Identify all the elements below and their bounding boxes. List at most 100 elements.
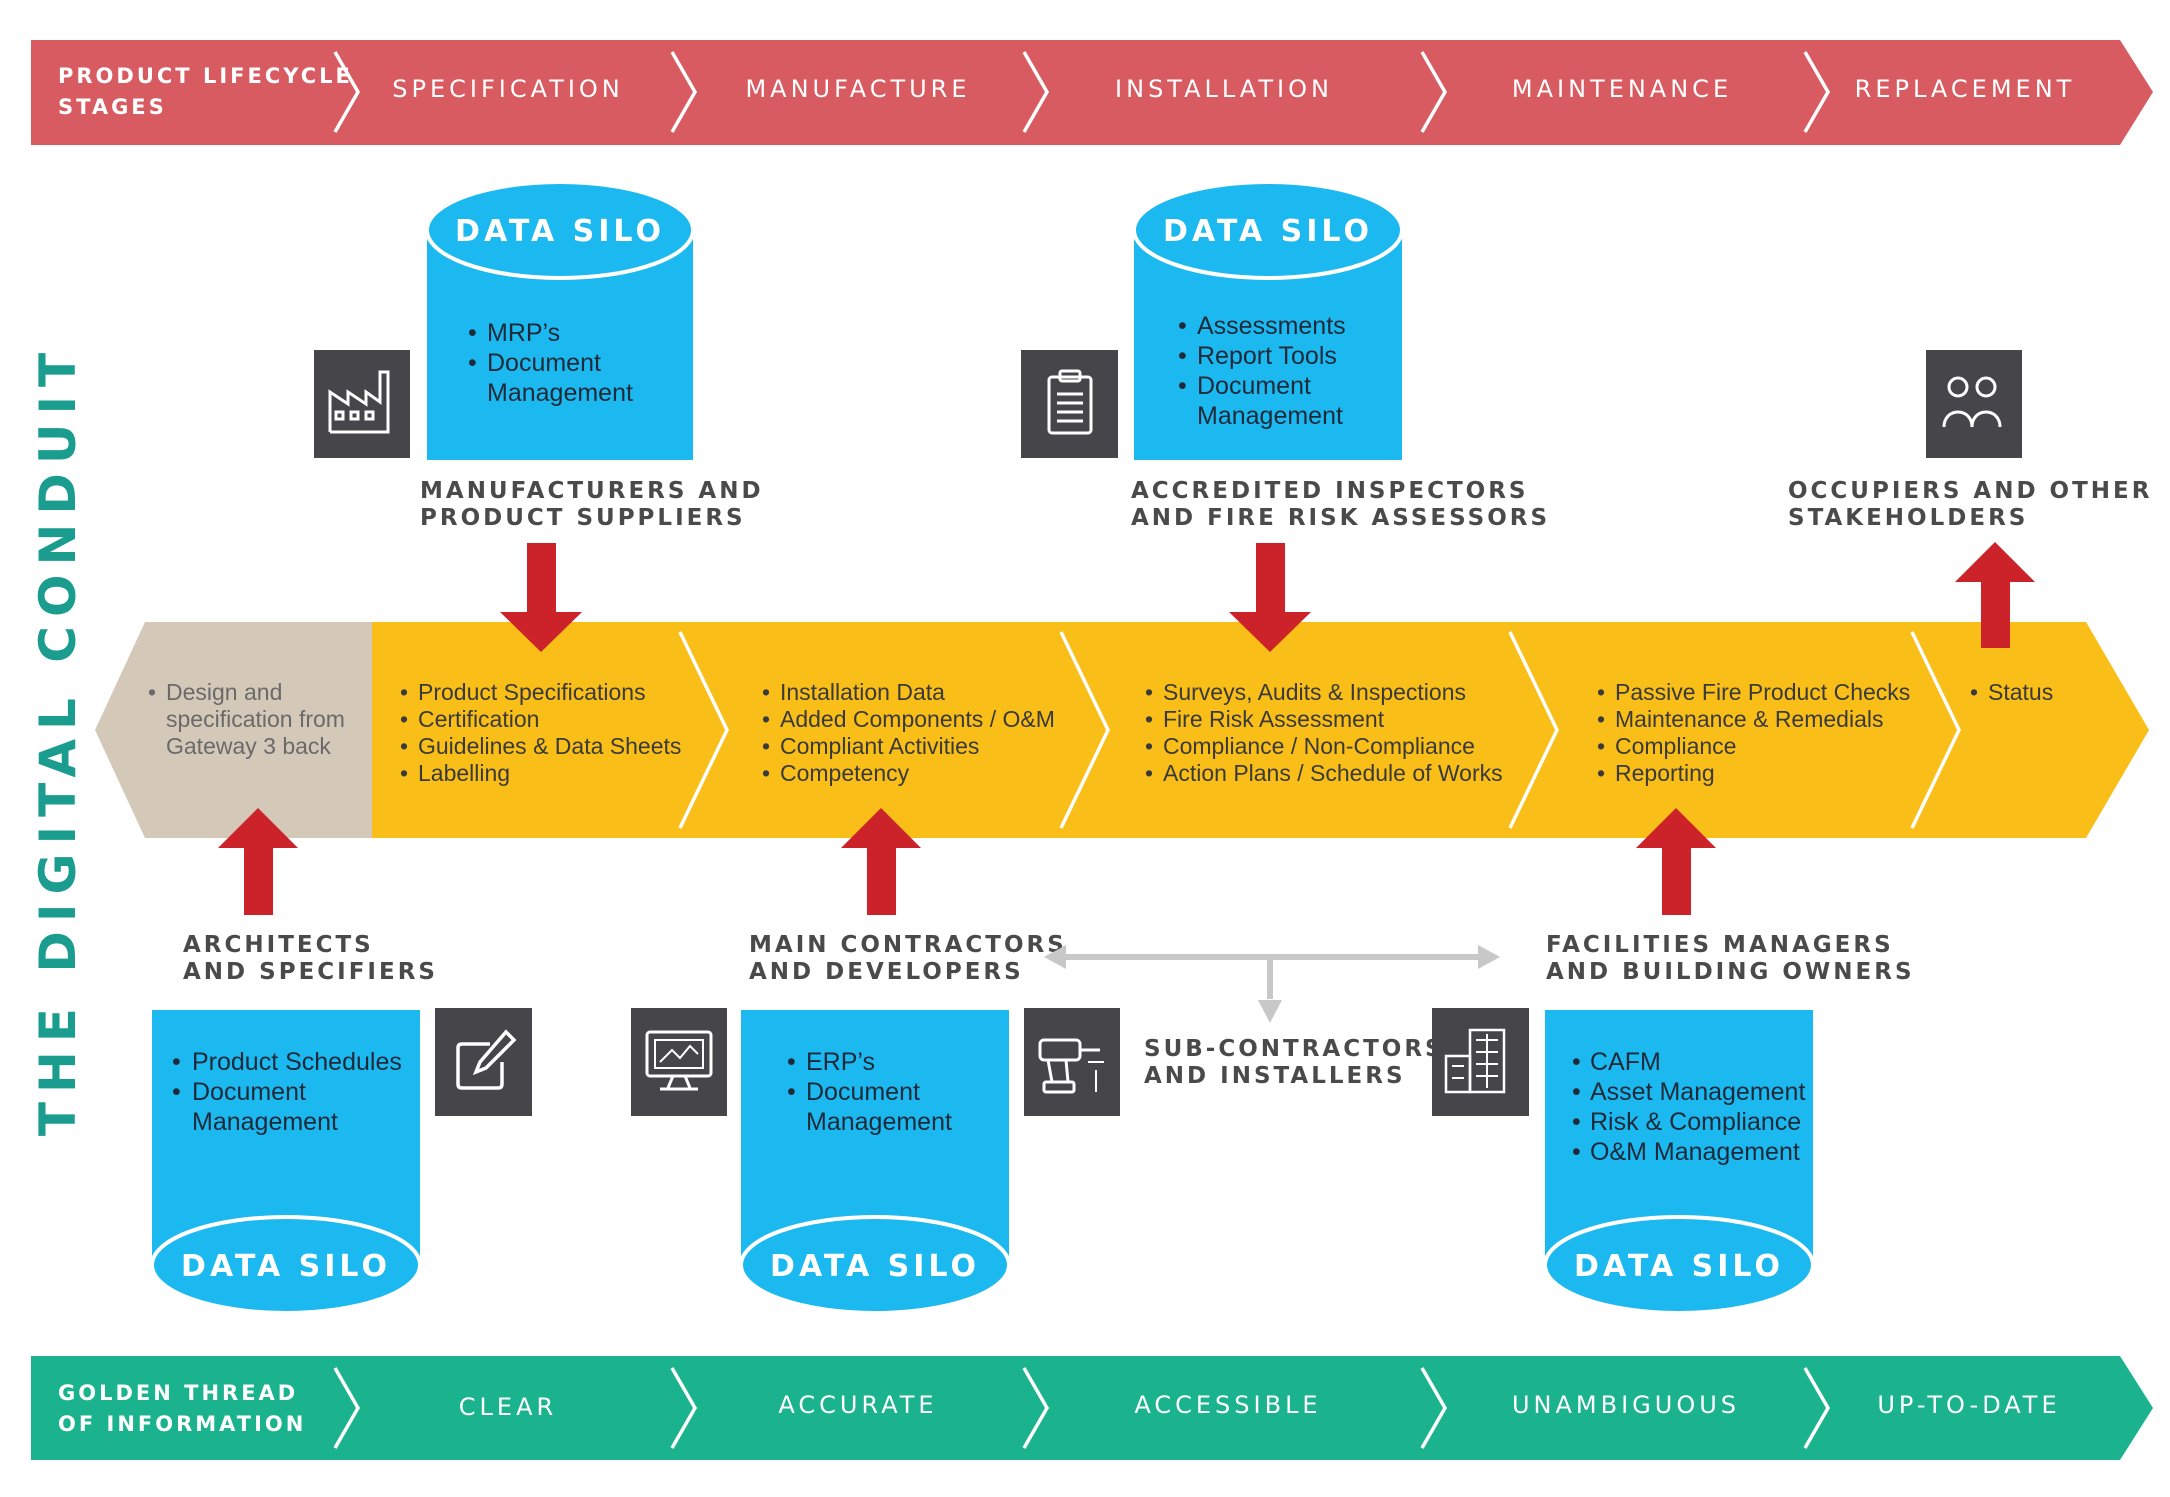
stage-replacement: REPLACEMENT bbox=[1855, 75, 2076, 103]
golden-thread-title-line-2: OF INFORMATION bbox=[58, 1412, 306, 1436]
silo-item: Management bbox=[192, 1108, 338, 1136]
golden-thread-band: GOLDEN THREAD OF INFORMATION CLEAR ACCUR… bbox=[31, 1356, 2153, 1460]
conduit-install-item: Added Components / O&M bbox=[780, 706, 1055, 732]
svg-text:•: • bbox=[1145, 679, 1153, 705]
conduit-spec-item: Guidelines & Data Sheets bbox=[418, 733, 681, 759]
svg-text:•: • bbox=[468, 349, 477, 377]
group-contractors-line-1: MAIN CONTRACTORS bbox=[749, 932, 1067, 958]
stage-maintenance: MAINTENANCE bbox=[1512, 75, 1732, 103]
svg-text:•: • bbox=[1970, 679, 1978, 705]
arrow-up-facilities bbox=[1636, 808, 1716, 915]
svg-text:•: • bbox=[787, 1048, 796, 1076]
conduit-spec-item: Labelling bbox=[418, 760, 510, 786]
silo-item: Document bbox=[487, 349, 601, 377]
golden-thread-band-shape bbox=[31, 1356, 2153, 1460]
quality-unambiguous: UNAMBIGUOUS bbox=[1512, 1391, 1740, 1419]
group-manufacturers-line-2: PRODUCT SUPPLIERS bbox=[420, 505, 746, 531]
digital-conduit: • Design and specification from Gateway … bbox=[95, 622, 2149, 838]
arrow-up-architects bbox=[218, 808, 298, 915]
group-architects-line-2: AND SPECIFIERS bbox=[183, 959, 438, 985]
conduit-spec-item: Certification bbox=[418, 706, 539, 732]
silo-item: MRP’s bbox=[487, 319, 560, 347]
svg-text:•: • bbox=[400, 706, 408, 732]
conduit-maintenance-list: • Passive Fire Product Checks • Maintena… bbox=[1597, 679, 1910, 786]
drill-icon bbox=[1024, 1008, 1120, 1116]
golden-thread-title-line-1: GOLDEN THREAD bbox=[58, 1381, 298, 1405]
conduit-inspection-item: Fire Risk Assessment bbox=[1163, 706, 1385, 732]
stage-specification: SPECIFICATION bbox=[392, 75, 623, 103]
svg-text:•: • bbox=[468, 319, 477, 347]
silo-item: CAFM bbox=[1590, 1048, 1661, 1076]
data-silo-architects: DATA SILO • Product Schedules • Document… bbox=[150, 1010, 422, 1315]
stage-installation: INSTALLATION bbox=[1115, 75, 1333, 103]
group-architects-line-1: ARCHITECTS bbox=[183, 932, 374, 958]
quality-up-to-date: UP-TO-DATE bbox=[1877, 1391, 2060, 1419]
group-subcontractors-line-2: AND INSTALLERS bbox=[1144, 1063, 1406, 1089]
svg-text:•: • bbox=[400, 679, 408, 705]
svg-text:•: • bbox=[1572, 1108, 1581, 1136]
conduit-maintenance-item: Maintenance & Remedials bbox=[1615, 706, 1883, 732]
silo-item: Management bbox=[806, 1108, 952, 1136]
conduit-install-item: Competency bbox=[780, 760, 910, 786]
conduit-design-line-1: Design and bbox=[166, 679, 282, 705]
silo-item: Document bbox=[192, 1078, 306, 1106]
svg-text:•: • bbox=[400, 733, 408, 759]
conduit-installation-list: • Installation Data • Added Components /… bbox=[762, 679, 1055, 786]
conduit-start-shape bbox=[95, 622, 372, 838]
silo-item: O&M Management bbox=[1590, 1138, 1800, 1166]
svg-text:•: • bbox=[1597, 706, 1605, 732]
svg-text:•: • bbox=[400, 760, 408, 786]
svg-text:•: • bbox=[1597, 760, 1605, 786]
svg-text:•: • bbox=[1145, 706, 1153, 732]
lifecycle-chevrons bbox=[333, 51, 1831, 133]
svg-text:•: • bbox=[762, 760, 770, 786]
conduit-inspection-list: • Surveys, Audits & Inspections • Fire R… bbox=[1145, 679, 1503, 786]
conduit-inspection-item: Surveys, Audits & Inspections bbox=[1163, 679, 1466, 705]
conduit-maintenance-item: Compliance bbox=[1615, 733, 1736, 759]
conduit-specification-list: • Product Specifications • Certification… bbox=[400, 679, 681, 786]
conduit-design-line-2: specification from bbox=[166, 706, 345, 732]
silo-item: Management bbox=[487, 379, 633, 407]
lifecycle-title-line-2: STAGES bbox=[58, 95, 167, 119]
clipboard-icon bbox=[1021, 350, 1118, 458]
group-inspectors-line-1: ACCREDITED INSPECTORS bbox=[1131, 478, 1528, 504]
conduit-inspection-item: Compliance / Non-Compliance bbox=[1163, 733, 1475, 759]
conduit-spec-item: Product Specifications bbox=[418, 679, 646, 705]
monitor-icon bbox=[631, 1008, 727, 1116]
side-title: THE DIGITAL CONDUIT bbox=[29, 344, 87, 1136]
data-silo-facilities: DATA SILO • CAFM • Asset Management • Ri… bbox=[1543, 1010, 1815, 1315]
lifecycle-title-line-1: PRODUCT LIFECYCLE bbox=[58, 64, 353, 88]
subcontractor-connector bbox=[1044, 945, 1500, 1023]
silo-title: DATA SILO bbox=[455, 214, 665, 249]
conduit-status-item: Status bbox=[1988, 679, 2053, 705]
conduit-maintenance-item: Reporting bbox=[1615, 760, 1715, 786]
golden-thread-chevrons bbox=[333, 1367, 1831, 1449]
conduit-chevrons bbox=[678, 631, 1961, 829]
silo-item: Risk & Compliance bbox=[1590, 1108, 1801, 1136]
arrow-up-contractors bbox=[841, 808, 921, 915]
silo-title: DATA SILO bbox=[1163, 214, 1373, 249]
silo-title: DATA SILO bbox=[181, 1249, 391, 1284]
svg-text:•: • bbox=[762, 733, 770, 759]
svg-text:•: • bbox=[1178, 342, 1187, 370]
svg-text:•: • bbox=[1572, 1048, 1581, 1076]
group-facilities-line-2: AND BUILDING OWNERS bbox=[1546, 959, 1915, 985]
quality-clear: CLEAR bbox=[459, 1393, 557, 1421]
svg-text:•: • bbox=[1145, 733, 1153, 759]
silo-item: Report Tools bbox=[1197, 342, 1337, 370]
conduit-maintenance-item: Passive Fire Product Checks bbox=[1615, 679, 1910, 705]
arrow-down-inspectors bbox=[1229, 543, 1311, 652]
silo-title: DATA SILO bbox=[770, 1249, 980, 1284]
conduit-install-item: Compliant Activities bbox=[780, 733, 979, 759]
group-subcontractors-line-1: SUB-CONTRACTORS bbox=[1144, 1036, 1445, 1062]
svg-text:•: • bbox=[1178, 312, 1187, 340]
silo-item: Management bbox=[1197, 402, 1343, 430]
silo-item: Document bbox=[806, 1078, 920, 1106]
svg-text:•: • bbox=[762, 706, 770, 732]
arrow-up-occupiers bbox=[1955, 542, 2035, 648]
data-silo-inspectors: DATA SILO • Assessments • Report Tools •… bbox=[1132, 180, 1404, 460]
silo-title: DATA SILO bbox=[1574, 1249, 1784, 1284]
arrow-down-manufacturers bbox=[500, 543, 582, 652]
svg-text:•: • bbox=[1597, 679, 1605, 705]
group-occupiers-line-2: STAKEHOLDERS bbox=[1788, 505, 2028, 531]
